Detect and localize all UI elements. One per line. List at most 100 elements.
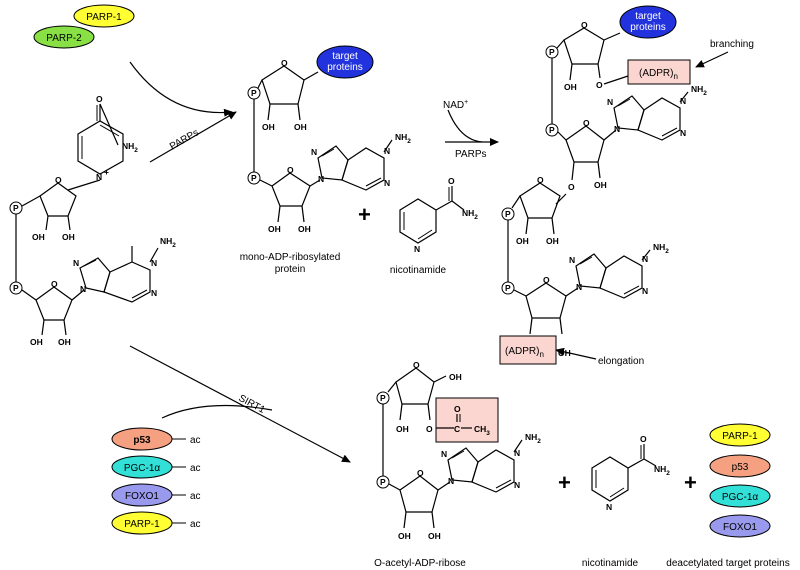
svg-text:N: N — [607, 97, 613, 107]
svg-text:+: + — [104, 167, 109, 177]
plus-sign-2: + — [558, 470, 571, 495]
p53-deacetylated: p53 — [709, 454, 771, 478]
svg-text:P: P — [549, 125, 555, 135]
svg-text:N: N — [576, 282, 582, 292]
branching-arrow — [695, 51, 729, 68]
svg-text:O: O — [448, 176, 455, 186]
svg-text:C: C — [454, 424, 460, 434]
svg-text:OH: OH — [294, 122, 307, 132]
elongation-arrow — [555, 347, 597, 360]
svg-text:N: N — [614, 124, 620, 134]
svg-text:N: N — [318, 174, 324, 184]
svg-text:NH2: NH2 — [653, 242, 669, 255]
svg-text:O: O — [281, 58, 288, 68]
parps-arrow-1 — [149, 111, 237, 163]
svg-text:N: N — [384, 178, 390, 188]
nad-curve — [447, 109, 483, 143]
svg-text:N: N — [514, 448, 520, 458]
svg-text:N: N — [680, 96, 686, 106]
mono-adp-structure: O OH OH P P O OH OH N N N N NH2 — [247, 58, 411, 234]
svg-text:ac: ac — [190, 435, 201, 446]
plus-sign-3: + — [684, 470, 697, 495]
svg-text:NH2: NH2 — [122, 141, 138, 154]
svg-text:OH: OH — [62, 232, 75, 242]
svg-text:PGC-1α: PGC-1α — [124, 463, 161, 474]
svg-text:N: N — [96, 172, 102, 182]
svg-text:OH: OH — [558, 348, 571, 358]
parp1-deacetylated: PARP-1 — [709, 423, 771, 447]
svg-text:NH2: NH2 — [691, 84, 707, 97]
nicotinamide-caption-2: nicotinamide — [582, 558, 639, 569]
svg-text:N: N — [606, 502, 612, 512]
svg-text:ac: ac — [190, 519, 201, 530]
svg-text:O: O — [568, 182, 575, 192]
svg-text:N: N — [642, 286, 648, 296]
svg-text:O: O — [543, 275, 550, 285]
mono-adp-caption-1: mono-ADP-ribosylated — [240, 252, 341, 263]
adpr-elongation-box: (ADPR)n — [499, 335, 557, 365]
svg-text:O: O — [583, 118, 590, 128]
svg-text:OH: OH — [30, 337, 43, 347]
target-proteins-oval-1: target proteins — [316, 45, 374, 79]
oacetyl-adp-ribose-structure: O OH OH O C O CH3 P P O OH OH N N N — [376, 360, 541, 541]
svg-text:O: O — [596, 80, 603, 90]
svg-text:P: P — [549, 47, 555, 57]
adpr-branch-box: (ADPR)n — [627, 59, 691, 85]
svg-text:N: N — [441, 449, 447, 459]
plus-sign-1: + — [358, 202, 371, 227]
sirt1-curve — [161, 404, 273, 419]
svg-text:PARP-2: PARP-2 — [46, 33, 82, 44]
svg-text:PARP-1: PARP-1 — [124, 519, 160, 530]
nad-label: NAD+ — [443, 99, 468, 111]
svg-text:O: O — [287, 165, 294, 175]
svg-text:N: N — [514, 480, 520, 490]
svg-text:(ADPR)n: (ADPR)n — [639, 68, 678, 81]
svg-text:P: P — [251, 88, 257, 98]
foxo1-deacetylated: FOXO1 — [709, 514, 771, 538]
svg-text:O: O — [537, 175, 544, 185]
svg-text:N: N — [448, 476, 454, 486]
svg-text:OH: OH — [398, 531, 411, 541]
svg-text:NH2: NH2 — [525, 432, 541, 445]
svg-text:OH: OH — [32, 232, 45, 242]
svg-text:proteins: proteins — [327, 62, 363, 73]
foxo1-acetylated: FOXO1 ac — [111, 483, 201, 507]
pgc1a-deacetylated: PGC-1α — [709, 484, 771, 508]
svg-text:target: target — [332, 51, 358, 62]
svg-text:ac: ac — [190, 491, 201, 502]
svg-text:P: P — [505, 283, 511, 293]
svg-text:P: P — [380, 477, 386, 487]
svg-text:p53: p53 — [732, 462, 749, 473]
svg-text:OH: OH — [516, 236, 529, 246]
branching-label: branching — [710, 39, 754, 50]
svg-text:O: O — [581, 20, 588, 30]
svg-text:(ADPR)n: (ADPR)n — [505, 346, 544, 359]
svg-text:NH2: NH2 — [654, 464, 670, 477]
svg-text:OH: OH — [564, 82, 577, 92]
svg-text:proteins: proteins — [630, 22, 666, 33]
svg-text:O: O — [51, 279, 58, 289]
nicotinamide-caption-1: nicotinamide — [390, 265, 447, 276]
svg-text:OH: OH — [298, 224, 311, 234]
svg-text:OH: OH — [268, 224, 281, 234]
svg-text:OH: OH — [58, 337, 71, 347]
svg-text:PARP-1: PARP-1 — [722, 431, 758, 442]
svg-text:P: P — [505, 209, 511, 219]
svg-text:P: P — [13, 283, 19, 293]
svg-text:O: O — [413, 360, 420, 370]
p53-acetylated: p53 ac — [111, 427, 201, 451]
parps-label-1: PARPs — [168, 127, 201, 152]
svg-text:P: P — [380, 393, 386, 403]
svg-text:NH2: NH2 — [462, 208, 478, 221]
nicotinamide-structure-2: O NH2 N — [591, 434, 670, 512]
svg-text:OH: OH — [262, 122, 275, 132]
svg-text:OH: OH — [449, 372, 462, 382]
oacetyl-caption: O-acetyl-ADP-ribose — [374, 558, 466, 569]
poly-adp-structure: O OH O P P O OH O N N N N NH2 O OH — [501, 20, 707, 358]
svg-text:O: O — [640, 434, 647, 444]
svg-text:NH2: NH2 — [395, 132, 411, 145]
svg-text:OH: OH — [546, 236, 559, 246]
svg-text:OH: OH — [594, 180, 607, 190]
svg-text:N: N — [680, 128, 686, 138]
